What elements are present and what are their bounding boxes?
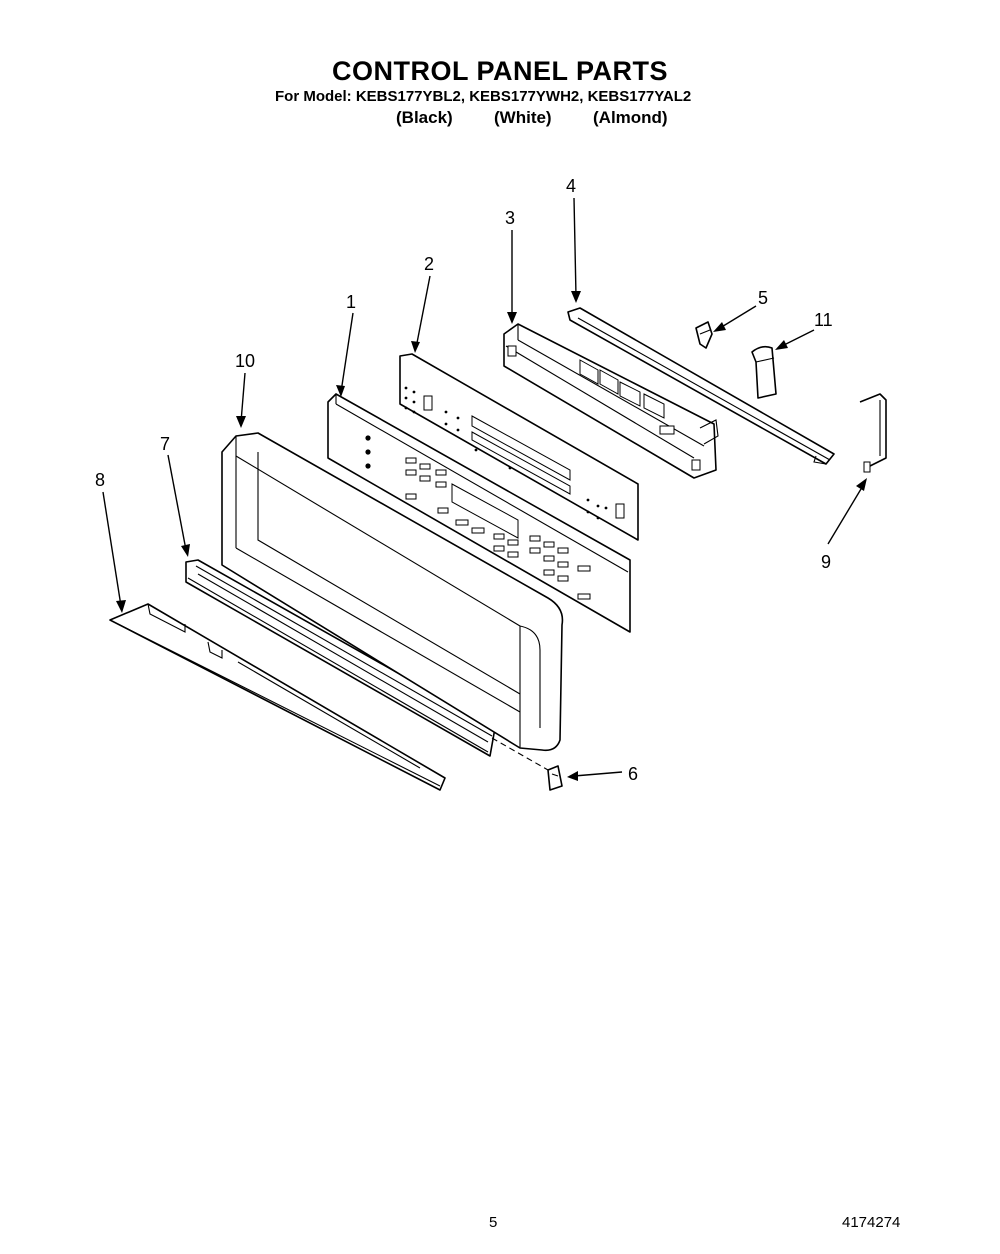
color-black: (Black) bbox=[396, 108, 453, 127]
callout-11: 11 bbox=[814, 310, 833, 330]
part-5-clip bbox=[695, 321, 713, 349]
model-list: For Model: KEBS177YBL2, KEBS177YWH2, KEB… bbox=[275, 88, 692, 105]
callout-7: 7 bbox=[160, 434, 170, 454]
part-11-bracket bbox=[751, 345, 777, 399]
document-number: 4174274 bbox=[842, 1214, 901, 1231]
part-6-clip bbox=[491, 737, 563, 791]
callout-4: 4 bbox=[566, 176, 576, 196]
leader-lines bbox=[102, 197, 867, 781]
callout-8: 8 bbox=[95, 470, 105, 490]
part-9-side-bracket bbox=[859, 393, 887, 473]
part-1-overlay-panel bbox=[327, 393, 631, 633]
part-4-upper-rail bbox=[567, 307, 835, 465]
callout-1: 1 bbox=[346, 292, 356, 312]
part-10-panel-frame bbox=[221, 432, 564, 752]
callout-2: 2 bbox=[424, 254, 434, 274]
part-2-circuit-board bbox=[399, 353, 639, 541]
part-7-glass-strip bbox=[185, 559, 496, 757]
part-3-control-module bbox=[503, 323, 719, 479]
color-white: (White) bbox=[494, 108, 552, 127]
part-8-trim-strip bbox=[109, 603, 446, 791]
page-title: CONTROL PANEL PARTS bbox=[331, 56, 669, 86]
callout-10: 10 bbox=[235, 351, 255, 371]
callout-3: 3 bbox=[505, 208, 515, 228]
color-almond: (Almond) bbox=[593, 108, 668, 127]
page-number: 5 bbox=[489, 1214, 498, 1231]
callout-6: 6 bbox=[628, 764, 638, 784]
callout-5: 5 bbox=[758, 288, 768, 308]
callout-9: 9 bbox=[821, 552, 831, 572]
